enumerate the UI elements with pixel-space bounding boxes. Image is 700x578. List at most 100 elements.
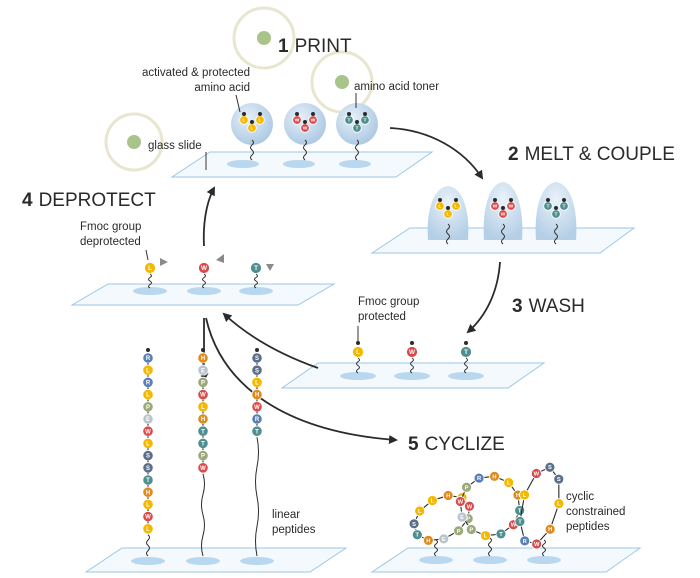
- amino-acid-bead: W: [530, 468, 542, 479]
- bead-letter: L: [418, 509, 422, 515]
- amino-acid-bead: E: [197, 364, 209, 376]
- amino-acid-bead: T: [352, 123, 362, 133]
- amino-acid-bead: R: [473, 472, 485, 484]
- amino-acid-bead: W: [198, 262, 210, 274]
- bead-circle: [427, 495, 438, 506]
- bead-circle: [461, 481, 472, 493]
- bead-letter: P: [466, 517, 470, 523]
- amino-acid-bead: L: [142, 437, 154, 449]
- bead-circle: [530, 468, 542, 479]
- bead-letter: E: [201, 368, 205, 374]
- bead-letter: L: [557, 502, 561, 508]
- activated-label-line2: amino acid: [194, 82, 250, 94]
- amino-acid-bead: L: [142, 523, 154, 535]
- bead-letter: R: [523, 539, 528, 545]
- activated-label-line1: activated & protected: [142, 67, 250, 79]
- linker-squiggle: [146, 534, 150, 557]
- bead-letter: S: [548, 465, 552, 471]
- bead-circle: [250, 262, 262, 274]
- amino-acid-bead: W: [454, 496, 466, 507]
- spot: [340, 372, 376, 380]
- fmoc-group: [255, 348, 259, 352]
- amino-acid-bead: E: [456, 511, 468, 523]
- fmoc-group: [509, 198, 513, 202]
- fmoc-group: [250, 120, 254, 124]
- fmoc-group: [258, 112, 262, 116]
- bead-circle: [460, 346, 472, 358]
- fmoc-group: [146, 348, 150, 352]
- bead-circle: [453, 525, 465, 537]
- bead-letter: T: [499, 532, 503, 538]
- fmoc-group: [464, 341, 468, 345]
- bead-letter: R: [477, 476, 482, 482]
- bead-letter: W: [201, 265, 207, 272]
- amino-acid-bead: L: [251, 376, 263, 388]
- linker-squiggle: [254, 273, 258, 289]
- cyclic-peptides-label-line2: constrained: [566, 506, 625, 518]
- step-wash-label: WASH: [529, 296, 585, 317]
- amino-acid-bead: R: [519, 535, 531, 547]
- bead-letter: W: [145, 515, 151, 521]
- amino-acid-bead: W: [142, 425, 154, 437]
- linker-squiggle: [410, 357, 414, 374]
- bead-letter: W: [311, 118, 316, 124]
- bead-letter: P: [201, 380, 205, 386]
- fmoc-group: [311, 112, 315, 116]
- arrow-print-to-melt: [389, 127, 484, 180]
- bead-letter: T: [146, 478, 150, 484]
- bead-circle: [489, 470, 500, 482]
- amino-acid-bead: S: [408, 518, 420, 530]
- spot: [339, 160, 371, 168]
- amino-acid-bead: L: [239, 115, 249, 125]
- fmoc-group: [438, 198, 442, 202]
- bead-circle: [519, 489, 530, 501]
- amino-acid-toner-label: amino acid toner: [354, 81, 439, 93]
- amino-acid-bead: T: [360, 115, 370, 125]
- toner-dot: [257, 31, 271, 45]
- bead-letter: S: [146, 454, 150, 460]
- amino-acid-bead: P: [197, 449, 209, 462]
- bead-letter: P: [146, 405, 150, 411]
- bead-circle: [144, 262, 156, 274]
- amino-acid-bead: T: [495, 528, 507, 540]
- bead-circle: [438, 533, 450, 545]
- linker-squiggle: [464, 357, 468, 374]
- amino-acid-bead: W: [308, 115, 318, 125]
- fmoc-protected-label-line1: Fmoc group: [358, 296, 419, 308]
- bead-letter: W: [493, 204, 498, 210]
- bead-circle: [495, 528, 507, 540]
- step-print-label: PRINT: [295, 36, 352, 57]
- step-print-number: 1: [278, 36, 289, 57]
- amino-acid-bead: W: [498, 209, 508, 219]
- amino-acid-bead: L: [197, 401, 209, 413]
- amino-acid-bead: H: [142, 486, 154, 498]
- amino-acid-bead: L: [451, 201, 461, 211]
- fmoc-group: [355, 120, 359, 124]
- bead-letter: T: [347, 118, 350, 124]
- step-wash-number: 3: [512, 296, 523, 317]
- fmoc-protected-label-line2: protected: [358, 311, 406, 323]
- fmoc-group: [363, 112, 367, 116]
- toner-dot: [335, 75, 349, 89]
- fmoc-group: [356, 341, 360, 345]
- bead-letter: T: [518, 508, 522, 514]
- linker-squiggle: [488, 537, 492, 557]
- spot: [131, 557, 165, 565]
- bead-circle: [553, 473, 565, 485]
- step-melt-label: MELT & COUPLE: [525, 144, 675, 165]
- bead-circle: [442, 490, 454, 501]
- bead-letter: H: [548, 527, 552, 533]
- bead-letter: E: [460, 515, 464, 521]
- cyclic-peptides-label-line3: peptides: [566, 521, 610, 533]
- amino-acid-bead: L: [247, 123, 257, 133]
- amino-acid-bead: L: [414, 505, 426, 517]
- bead-circle: [480, 530, 491, 542]
- bead-letter: L: [242, 118, 245, 124]
- label-leader-lines: [145, 93, 359, 342]
- amino-acid-bead: W: [142, 510, 154, 523]
- step-deprotect-number: 4: [22, 190, 33, 211]
- fmoc-deprotected-label-line1: Fmoc group: [80, 221, 141, 233]
